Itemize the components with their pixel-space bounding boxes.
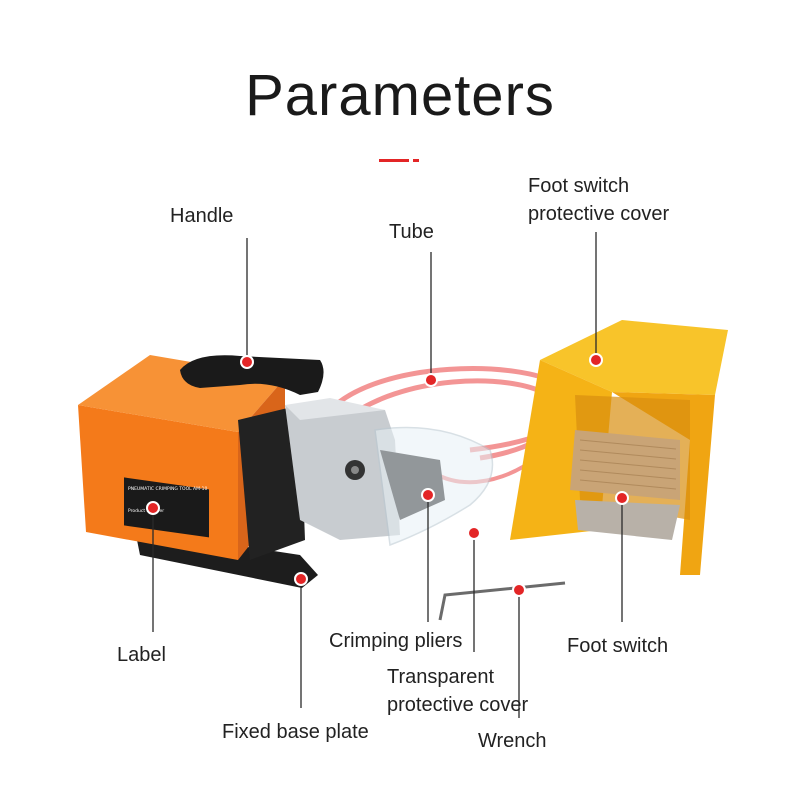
machine-label-text-1: PNEUMATIC CRIMPING TOOL AM-10 (128, 486, 207, 492)
label-foot-switch-cover-2: protective cover (528, 203, 670, 225)
label-handle: Handle (170, 205, 234, 227)
title-accent-line (379, 159, 419, 162)
label-transparent-cover-2: protective cover (387, 694, 529, 716)
foot-switch-graphic (510, 320, 728, 575)
crimping-machine-graphic: PNEUMATIC CRIMPING TOOL AM-10 Product nu… (78, 355, 494, 588)
label-crimping-pliers: Crimping pliers (329, 630, 463, 652)
title-accent-dot (413, 159, 419, 162)
leader-lines (152, 232, 623, 718)
label-transparent-cover-1: Transparent (387, 666, 495, 688)
wrench-graphic (438, 581, 566, 621)
label-foot-switch-cover-1: Foot switch (528, 175, 630, 197)
callout-dots (146, 353, 629, 597)
page-title: Parameters (245, 63, 555, 128)
handle-shape (180, 355, 324, 395)
label-foot-switch: Foot switch (567, 635, 669, 657)
machine-label-text-2: Product number (128, 508, 164, 514)
label-wrench: Wrench (478, 730, 547, 752)
label-label: Label (117, 644, 166, 666)
label-tube: Tube (389, 221, 434, 243)
label-fixed-base-plate: Fixed base plate (222, 721, 369, 743)
